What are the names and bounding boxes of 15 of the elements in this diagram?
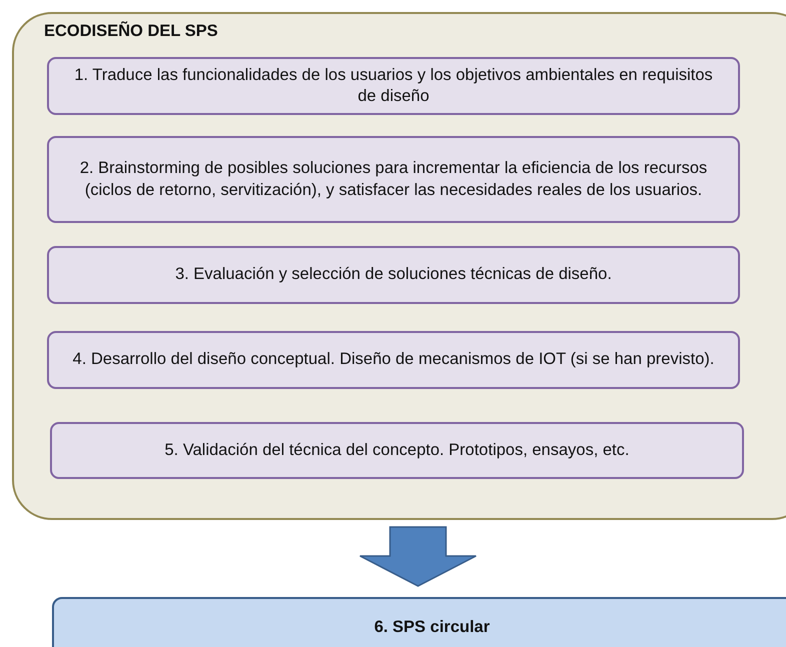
step-text: 5. Validación del técnica del concepto. Prototipos, ensayos, etc. xyxy=(164,440,630,461)
process-box xyxy=(47,331,740,389)
group-panel xyxy=(12,12,786,520)
process-box xyxy=(47,57,740,115)
step-text: 2. Brainstorming de posibles soluciones para incrementar la eficiencia de los recursos (ciclos de retorno, servitización), y satisfacer las necesidades reales de los usuarios. xyxy=(78,158,708,200)
panel-heading: ECODISEÑO DEL SPS xyxy=(44,22,218,41)
block-arrow xyxy=(359,526,477,587)
step-text: 1. Traduce las funcionalidades de los usuarios y los objetivos ambientales en requisitos de diseño xyxy=(73,64,714,107)
result-label: 6. SPS circular xyxy=(374,618,490,636)
step-text: 4. Desarrollo del diseño conceptual. Diseño de mecanismos de IOT (si se han previsto). xyxy=(72,349,714,370)
process-box xyxy=(50,422,744,479)
process-box xyxy=(47,246,740,304)
step-text: 3. Evaluación y selección de soluciones técnicas de diseño. xyxy=(175,264,612,286)
result-box xyxy=(52,597,786,647)
process-box xyxy=(47,136,740,223)
